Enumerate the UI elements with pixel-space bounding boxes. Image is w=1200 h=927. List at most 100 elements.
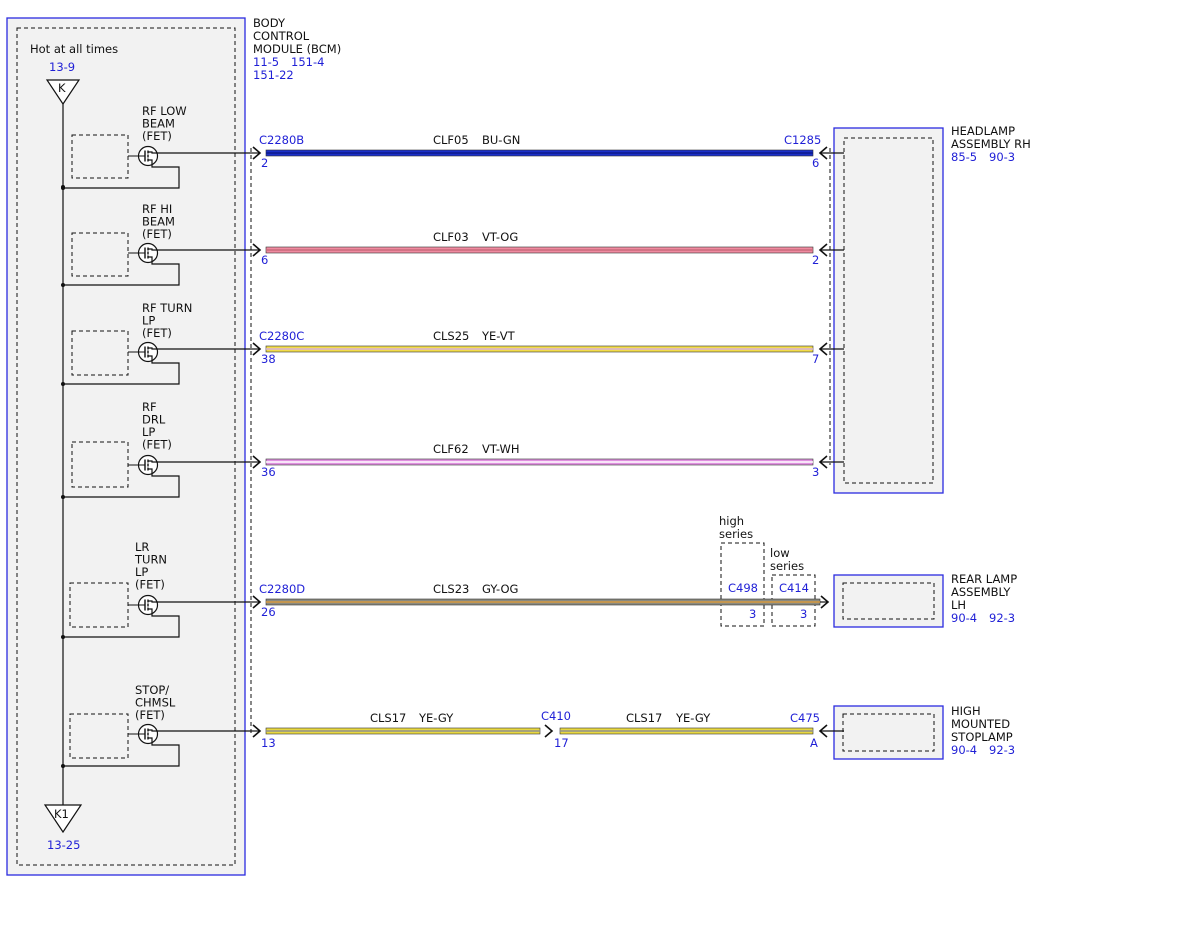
fet-3-supply-lead: [63, 355, 180, 385]
bottom-splice-triangle-icon: [43, 804, 83, 834]
fet-1-output-lead: [148, 151, 250, 154]
wire-6b-circuit: CLS17: [626, 711, 662, 725]
wire-6b-color-code: YE-GY: [675, 711, 711, 725]
headlamp-ref-1[interactable]: 85-5: [951, 150, 977, 164]
fet-3-label-line-3: (FET): [142, 326, 172, 340]
fet-4-label-line-4: (FET): [142, 438, 172, 452]
bcm-ref-2[interactable]: 151-4: [291, 55, 324, 69]
wire-3-left-connector[interactable]: C2280C: [259, 329, 304, 343]
wire-6-left-pin: 13: [261, 736, 276, 750]
wire-6-a[interactable]: [265, 727, 541, 735]
bcm-ref-3[interactable]: 151-22: [253, 68, 294, 82]
headlamp-assembly-box: [833, 127, 944, 494]
stoplamp-ref-2[interactable]: 92-3: [989, 743, 1015, 757]
wire-3[interactable]: [265, 345, 814, 353]
fet-6-output-lead: [148, 729, 250, 732]
bus-junction-top: [61, 185, 65, 189]
headlamp-name-line-2: ASSEMBLY RH: [951, 137, 1031, 151]
fet-1-supply-lead: [63, 159, 180, 189]
fet-1-label-line-3: (FET): [142, 129, 172, 143]
wire-1[interactable]: [265, 149, 814, 157]
fet-6-label-line-1: STOP/: [135, 683, 169, 697]
fet-3-output-lead: [148, 347, 250, 350]
rear-lamp-name-line-3: LH: [951, 598, 966, 612]
rear-lamp-inner: [842, 582, 935, 620]
rear-lamp-ref-2[interactable]: 92-3: [989, 611, 1015, 625]
wire-6-right-connector[interactable]: C475: [790, 711, 820, 725]
stoplamp-box: [833, 705, 944, 760]
wire-1-circuit: CLF05: [433, 133, 469, 147]
rear-lamp-box: [833, 574, 944, 628]
fet-3-label-line-1: RF TURN: [142, 301, 192, 315]
stoplamp-ref-1[interactable]: 90-4: [951, 743, 977, 757]
headlamp-name-line-1: HEADLAMP: [951, 124, 1015, 138]
wire-4[interactable]: [265, 458, 814, 466]
high-series-box: [720, 542, 765, 627]
fet-4-label-line-3: LP: [142, 425, 155, 439]
fet-3-bus-junction: [61, 382, 65, 386]
fet-2-driver-box: [71, 232, 129, 277]
wire-6-b[interactable]: [559, 727, 814, 735]
bottom-splice-ref[interactable]: 13-25: [47, 838, 80, 852]
bcm-module-dashed-boundary: [16, 27, 236, 866]
wire-3-right-pin: 7: [812, 352, 819, 366]
fet-5-label-line-2: TURN: [134, 553, 167, 567]
fet-6-label-line-2: CHMSL: [135, 696, 176, 710]
fet-2-label-line-2: BEAM: [142, 215, 175, 229]
wire-3-circuit: CLS25: [433, 329, 469, 343]
low-series-connector[interactable]: C414: [779, 581, 809, 595]
high-series-label-2: series: [719, 527, 753, 541]
wire-4-color-code: VT-WH: [482, 442, 520, 456]
rear-lamp-ref-1[interactable]: 90-4: [951, 611, 977, 625]
bcm-title-line-3: MODULE (BCM): [253, 42, 341, 56]
fet-6-bus-junction: [61, 764, 65, 768]
fet-2-output-lead: [148, 248, 250, 251]
bcm-title-line-1: BODY: [253, 16, 286, 30]
fet-4-label-line-1: RF: [142, 400, 157, 414]
wire-5-left-connector[interactable]: C2280D: [259, 582, 305, 596]
wire-1-right-connector[interactable]: C1285: [784, 133, 821, 147]
fet-5-output-lead: [148, 600, 250, 603]
fet-4-label-line-2: DRL: [142, 413, 166, 427]
fet-6-label-line-3: (FET): [135, 708, 165, 722]
wire-6-inline-pin: 17: [554, 736, 569, 750]
wire-1-left-connector[interactable]: C2280B: [259, 133, 304, 147]
wire-5[interactable]: [265, 598, 821, 606]
high-series-pin: 3: [749, 607, 756, 621]
stoplamp-name-line-2: MOUNTED: [951, 717, 1010, 731]
fet-3-label-line-2: LP: [142, 314, 155, 328]
headlamp-assembly-inner: [843, 137, 934, 484]
c410-connector-arrow: [544, 724, 554, 738]
wire-1-color-code: BU-GN: [482, 133, 520, 147]
fet-6-supply-lead: [63, 737, 180, 767]
wire-2-left-pin: 6: [261, 253, 268, 267]
wire-6-inline-connector[interactable]: C410: [541, 709, 571, 723]
wire-4-left-pin: 36: [261, 465, 276, 479]
stoplamp-name-line-1: HIGH: [951, 704, 981, 718]
fet-1-label-line-2: BEAM: [142, 117, 175, 131]
fet-4-bus-junction: [61, 495, 65, 499]
fet-5-label-line-4: (FET): [135, 578, 165, 592]
headlamp-ref-2[interactable]: 90-3: [989, 150, 1015, 164]
fet-4-supply-lead: [63, 468, 180, 498]
fet-5-supply-lead: [63, 608, 180, 638]
stoplamp-name-line-3: STOPLAMP: [951, 730, 1013, 744]
fet-5-label-line-1: LR: [135, 540, 149, 554]
fet-2-label-line-3: (FET): [142, 227, 172, 241]
high-series-connector[interactable]: C498: [728, 581, 758, 595]
hot-at-all-times-label: Hot at all times: [30, 42, 118, 56]
top-splice-ref[interactable]: 13-9: [49, 60, 75, 74]
wire-6a-circuit: CLS17: [370, 711, 406, 725]
wire-2[interactable]: [265, 246, 814, 254]
bcm-ref-1[interactable]: 11-5: [253, 55, 279, 69]
wire-5-color-code: GY-OG: [482, 582, 518, 596]
fet-4-output-lead: [148, 460, 250, 463]
wire-2-circuit: CLF03: [433, 230, 469, 244]
bcm-title-line-2: CONTROL: [253, 29, 310, 43]
